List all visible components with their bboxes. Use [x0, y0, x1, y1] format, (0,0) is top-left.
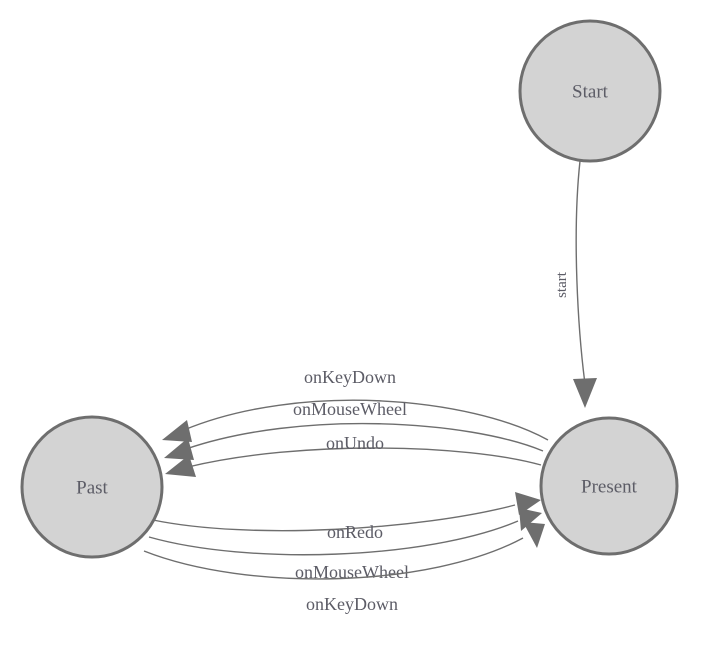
node-present[interactable]: Present	[539, 416, 679, 556]
node-start-circle	[518, 19, 662, 163]
node-present-label: Present	[581, 477, 638, 498]
edge-present-to-past-onmousewheel[interactable]: onMouseWheel	[164, 399, 544, 460]
edge-past-to-present-onredo[interactable]: onRedo	[152, 492, 541, 542]
edge-label-present-past-onkeydown: onKeyDown	[304, 367, 396, 387]
node-past-label: Past	[76, 478, 108, 499]
arrowhead-past-1	[162, 420, 192, 442]
edge-past-to-present-onmousewheel-path	[148, 520, 519, 556]
edge-past-to-present-onredo-path	[152, 504, 516, 532]
edge-past-to-present-onkeydown-path	[143, 537, 524, 580]
edge-label-present-past-onmousewheel: onMouseWheel	[293, 399, 407, 419]
edge-start-to-present-path	[575, 160, 586, 385]
edge-start-to-present[interactable]: start	[554, 160, 597, 408]
edge-label-past-present-onmousewheel: onMouseWheel	[295, 562, 409, 582]
edge-present-to-past-onkeydown-path	[183, 399, 549, 441]
edge-label-past-present-onkeydown: onKeyDown	[306, 594, 398, 614]
edge-label-start: start	[554, 271, 570, 298]
node-past[interactable]: Past	[20, 415, 164, 559]
edge-past-to-present-onmousewheel[interactable]: onMouseWheel	[148, 508, 542, 582]
edge-present-to-past-onkeydown[interactable]: onKeyDown	[162, 367, 549, 442]
edge-label-past-present-onredo: onRedo	[327, 522, 383, 542]
arrowhead-past-3	[165, 455, 196, 477]
arrowhead-present-top	[573, 378, 597, 408]
edge-present-to-past-onmousewheel-path	[185, 422, 544, 452]
node-start[interactable]: Start	[518, 19, 662, 163]
arrowhead-past-2	[164, 438, 194, 460]
node-past-circle	[20, 415, 164, 559]
edge-past-to-present-onkeydown[interactable]: onKeyDown	[143, 522, 545, 614]
edge-label-present-past-onundo: onUndo	[326, 433, 384, 453]
edge-present-to-past-onundo[interactable]: onUndo	[165, 433, 542, 477]
edge-present-to-past-onundo-path	[187, 447, 542, 468]
node-start-label: Start	[572, 82, 609, 103]
node-present-circle	[539, 416, 679, 556]
arrowhead-present-3	[523, 522, 545, 548]
